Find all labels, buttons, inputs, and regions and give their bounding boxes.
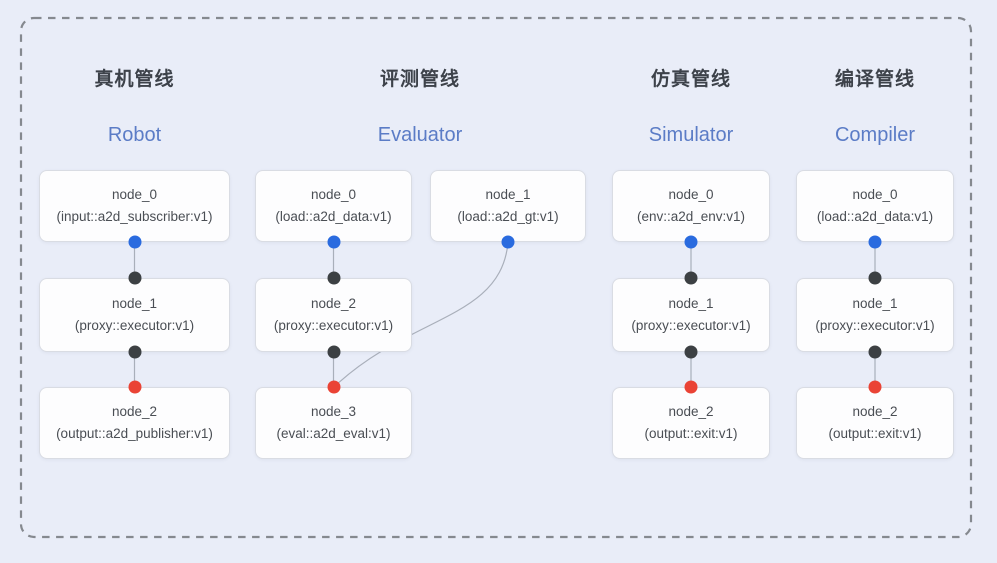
node-name: node_1 xyxy=(852,296,898,312)
header-zh-simulator: 仿真管线 xyxy=(650,69,731,90)
node-simulator-node_1: node_1 (proxy::executor:v1) xyxy=(612,278,770,352)
node-robot-node_2: node_2 (output::a2d_publisher:v1) xyxy=(39,387,230,459)
header-en-robot: Robot xyxy=(107,124,162,146)
header-zh-robot: 真机管线 xyxy=(94,69,175,90)
header-zh-evaluator: 评测管线 xyxy=(379,69,460,90)
port-output-dot xyxy=(128,235,141,249)
node-evaluator-node_2: node_2 (proxy::executor:v1) xyxy=(255,278,412,352)
port-proxy-dot xyxy=(868,345,882,359)
node-type: (load::a2d_gt:v1) xyxy=(457,208,559,224)
node-type: (env::a2d_env:v1) xyxy=(636,208,746,224)
port-output-dot xyxy=(684,235,698,249)
node-name: node_1 xyxy=(111,296,158,312)
node-type: (input::a2d_subscriber:v1) xyxy=(56,208,213,224)
node-name: node_0 xyxy=(852,187,898,203)
node-compiler-node_1: node_1 (proxy::executor:v1) xyxy=(796,278,954,352)
node-type: (output::a2d_publisher:v1) xyxy=(56,425,213,441)
node-name: node_1 xyxy=(668,296,714,312)
node-name: node_0 xyxy=(310,187,357,203)
port-output-dot xyxy=(868,235,882,249)
node-type: (load::a2d_data:v1) xyxy=(816,208,934,224)
node-name: node_0 xyxy=(111,187,158,203)
node-evaluator-node_0: node_0 (load::a2d_data:v1) xyxy=(255,170,412,242)
header-en-simulator: Simulator xyxy=(648,124,734,146)
port-proxy-dot xyxy=(327,345,340,359)
node-name: node_0 xyxy=(668,187,714,203)
port-proxy-dot xyxy=(327,271,340,285)
node-name: node_3 xyxy=(310,404,357,420)
node-type: (proxy::executor:v1) xyxy=(631,317,751,333)
node-compiler-node_2: node_2 (output::exit:v1) xyxy=(796,387,954,459)
node-name: node_2 xyxy=(852,404,898,420)
edge-evaluator-1-3 xyxy=(333,242,509,388)
port-proxy-dot xyxy=(684,271,698,285)
port-input-dot xyxy=(327,380,340,394)
node-name: node_2 xyxy=(668,404,714,420)
node-name: node_1 xyxy=(485,187,531,203)
node-type: (output::exit:v1) xyxy=(828,425,922,441)
header-en-compiler: Compiler xyxy=(834,124,916,146)
node-robot-node_1: node_1 (proxy::executor:v1) xyxy=(39,278,230,352)
port-output-dot xyxy=(501,235,515,249)
node-type: (eval::a2d_eval:v1) xyxy=(276,425,391,441)
node-robot-node_0: node_0 (input::a2d_subscriber:v1) xyxy=(39,170,230,242)
node-simulator-node_0: node_0 (env::a2d_env:v1) xyxy=(612,170,770,242)
port-proxy-dot xyxy=(128,345,141,359)
header-en-evaluator: Evaluator xyxy=(377,124,463,146)
port-output-dot xyxy=(327,235,340,249)
port-proxy-dot xyxy=(128,271,141,285)
node-type: (output::exit:v1) xyxy=(644,425,738,441)
node-simulator-node_2: node_2 (output::exit:v1) xyxy=(612,387,770,459)
header-zh-compiler: 编译管线 xyxy=(834,69,915,90)
node-type: (load::a2d_data:v1) xyxy=(275,208,392,224)
node-name: node_2 xyxy=(310,296,357,312)
node-evaluator-node_1: node_1 (load::a2d_gt:v1) xyxy=(430,170,586,242)
dashed-boundary xyxy=(19,16,973,539)
node-name: node_2 xyxy=(111,404,158,420)
node-evaluator-node_3: node_3 (eval::a2d_eval:v1) xyxy=(255,387,412,459)
port-proxy-dot xyxy=(868,271,882,285)
port-input-dot xyxy=(128,380,141,394)
node-compiler-node_0: node_0 (load::a2d_data:v1) xyxy=(796,170,954,242)
port-input-dot xyxy=(868,380,882,394)
node-type: (proxy::executor:v1) xyxy=(273,317,394,333)
node-type: (proxy::executor:v1) xyxy=(74,317,195,333)
node-type: (proxy::executor:v1) xyxy=(815,317,935,333)
port-proxy-dot xyxy=(684,345,698,359)
port-input-dot xyxy=(684,380,698,394)
